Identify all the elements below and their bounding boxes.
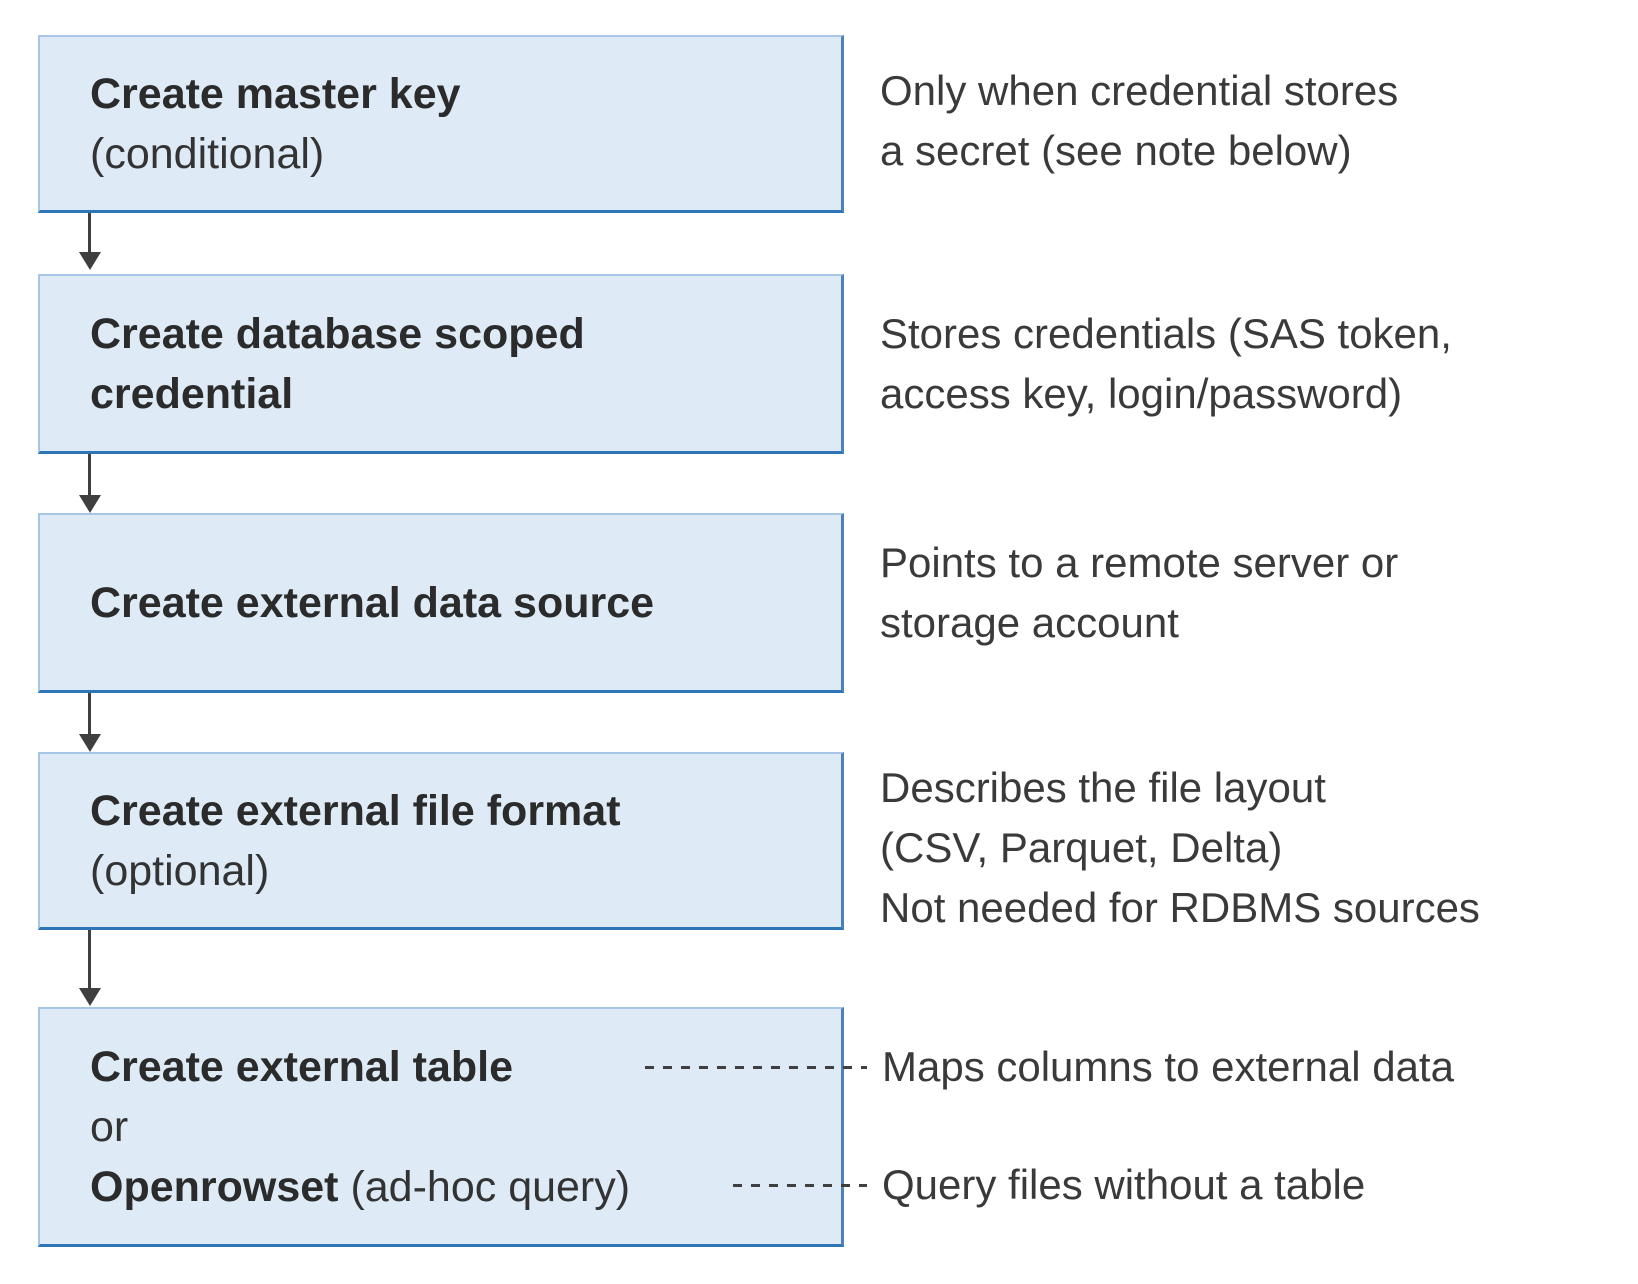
flow-box-create-external-table-or-openrowset: Create external table or Openrowset (ad-… [38,1007,844,1247]
note-line: Points to a remote server or [880,539,1399,586]
arrow-down-icon [88,454,91,495]
note-line: Stores credentials (SAS token, [880,310,1452,357]
step-title: Create master key [90,69,461,118]
flow-box-create-master-key: Create master key (conditional) [38,35,844,213]
step-qualifier-adhoc-query: (ad-hoc query) [338,1162,631,1211]
note-line: access key, login/password) [880,370,1403,417]
arrow-down-icon [88,930,91,988]
note-line: Describes the file layout [880,764,1326,811]
arrow-down-icon [88,213,91,252]
flow-box-create-external-file-format: Create external file format (optional) [38,752,844,930]
annotation-file-format: Describes the file layout (CSV, Parquet,… [880,758,1480,938]
annotation-scoped-credential: Stores credentials (SAS token, access ke… [880,304,1452,424]
step-title: Create database scoped credential [90,309,585,418]
note-line: Not needed for RDBMS sources [880,884,1480,931]
step-subtitle: (optional) [90,846,270,895]
dashed-connector-external-table [645,1066,867,1069]
note-line: Only when credential stores [880,67,1399,114]
note-line: (CSV, Parquet, Delta) [880,824,1283,871]
step-subtitle: (conditional) [90,129,325,178]
arrow-down-icon [88,693,91,734]
step-title: Create external data source [90,578,655,627]
step-title-external-table: Create external table [90,1042,514,1091]
step-title: Create external file format [90,786,621,835]
note-line: storage account [880,599,1179,646]
flow-box-create-external-data-source: Create external data source [38,513,844,693]
annotation-openrowset: Query files without a table [882,1161,1366,1208]
step-title-openrowset-line: Openrowset (ad-hoc query) [90,1157,630,1217]
annotation-external-table: Maps columns to external data [882,1043,1454,1090]
step-title-openrowset: Openrowset [90,1162,339,1211]
step-or-label: or [90,1102,129,1151]
note-line: a secret (see note below) [880,127,1352,174]
annotation-data-source: Points to a remote server or storage acc… [880,533,1398,653]
dashed-connector-openrowset [733,1184,867,1187]
flow-box-create-database-scoped-credential: Create database scoped credential [38,274,844,454]
annotation-master-key: Only when credential stores a secret (se… [880,61,1398,181]
